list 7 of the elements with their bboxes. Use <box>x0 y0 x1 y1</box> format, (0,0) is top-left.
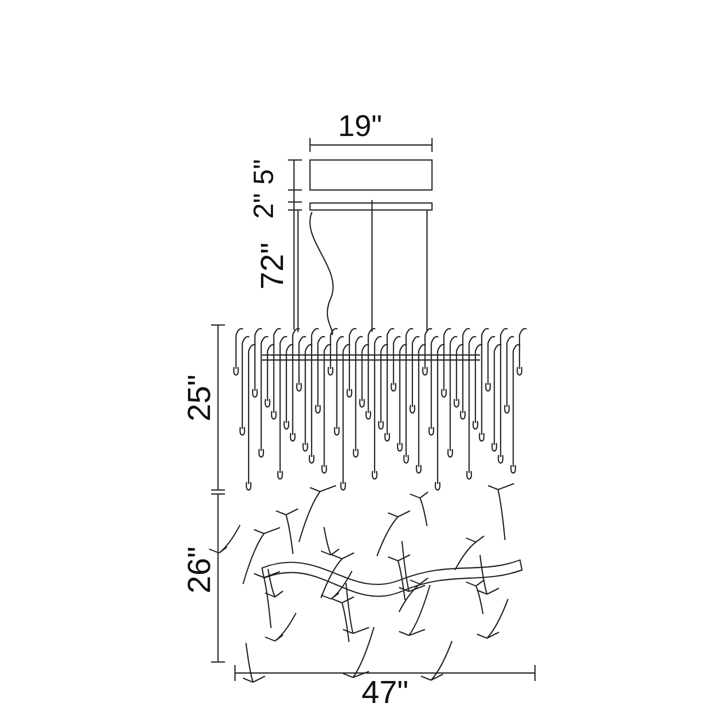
dimension-label: 19" <box>338 112 382 142</box>
dimension-label: 2" <box>250 193 278 219</box>
dimension-label: 5" <box>250 159 278 185</box>
dimension-label: 26" <box>183 546 215 594</box>
dimension-label: 25" <box>183 374 215 422</box>
dimension-label: 72" <box>256 242 288 290</box>
dimension-label: 47" <box>362 676 408 708</box>
